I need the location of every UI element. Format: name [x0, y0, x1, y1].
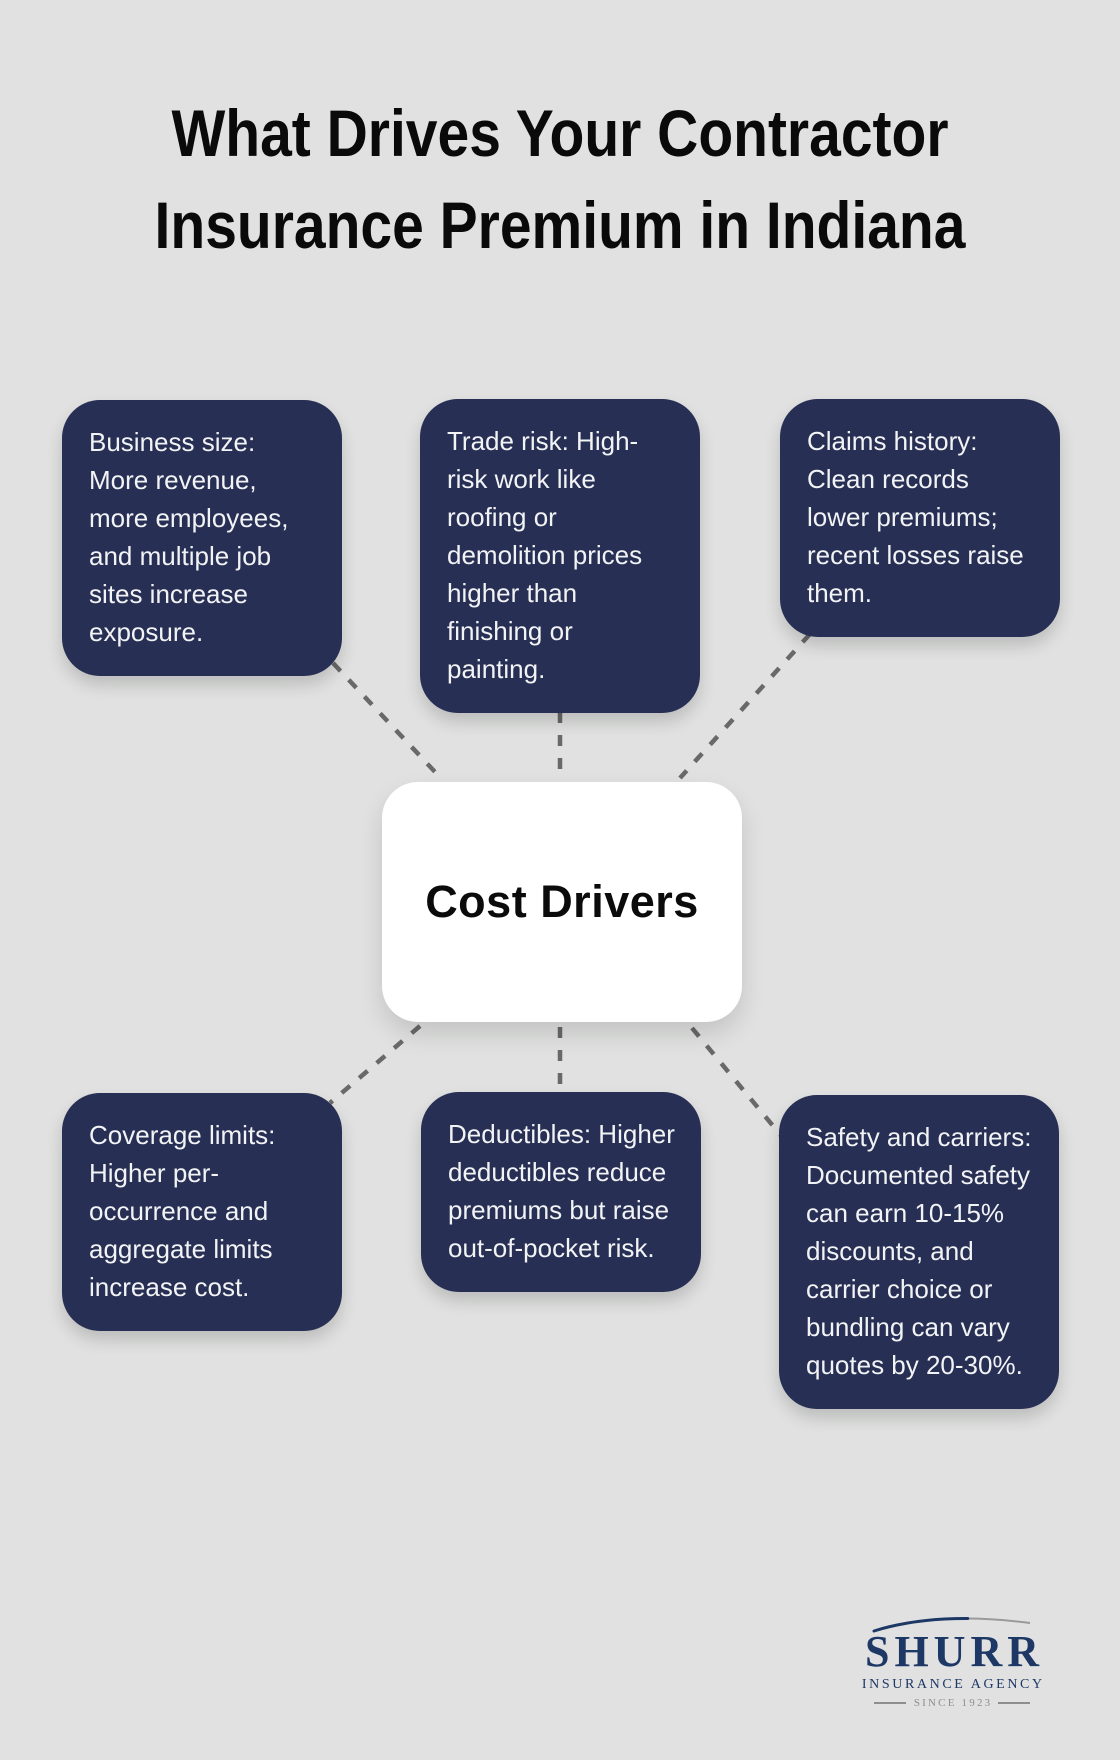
brand-logo: SHURR INSURANCE AGENCY SINCE 1923	[860, 1608, 1044, 1709]
logo-swoosh-icon	[872, 1617, 1032, 1633]
factor-text-safety-carriers: Safety and carriers: Documented safety c…	[806, 1122, 1032, 1380]
tagline-rule-right	[998, 1702, 1031, 1704]
factor-text-claims-history: Claims history: Clean records lower prem…	[807, 426, 1024, 608]
tagline-rule-left	[873, 1702, 906, 1704]
center-node-cost-drivers: Cost Drivers	[382, 782, 742, 1022]
factor-text-coverage-limits: Coverage limits: Higher per-occurrence a…	[89, 1120, 276, 1302]
factor-box-coverage-limits: Coverage limits: Higher per-occurrence a…	[62, 1093, 342, 1331]
factor-text-business-size: Business size: More revenue, more employ…	[89, 427, 289, 647]
factor-box-claims-history: Claims history: Clean records lower prem…	[780, 399, 1060, 637]
logo-wordmark: SHURR	[864, 1627, 1045, 1676]
page-title-line-1: What Drives Your Contractor	[171, 96, 949, 172]
factor-box-deductibles: Deductibles: Higher deductibles reduce p…	[421, 1092, 701, 1292]
page-title-line-2: Insurance Premium in Indiana	[154, 188, 966, 264]
center-node-label: Cost Drivers	[425, 876, 699, 927]
factor-box-trade-risk: Trade risk: High-risk work like roofing …	[420, 399, 700, 713]
logo-subtitle: INSURANCE AGENCY	[861, 1677, 1045, 1692]
logo-tagline-row: SINCE 1923	[873, 1697, 1031, 1709]
factor-text-trade-risk: Trade risk: High-risk work like roofing …	[447, 426, 643, 684]
factor-text-deductibles: Deductibles: Higher deductibles reduce p…	[448, 1119, 675, 1263]
logo-tagline: SINCE 1923	[913, 1697, 993, 1709]
connector-line-coverage-limits	[328, 1024, 422, 1105]
factor-box-business-size: Business size: More revenue, more employ…	[62, 400, 342, 676]
factor-box-safety-carriers: Safety and carriers: Documented safety c…	[779, 1095, 1059, 1409]
page-title: What Drives Your Contractor Insurance Pr…	[0, 88, 1120, 272]
connector-line-safety-carriers	[690, 1026, 790, 1146]
